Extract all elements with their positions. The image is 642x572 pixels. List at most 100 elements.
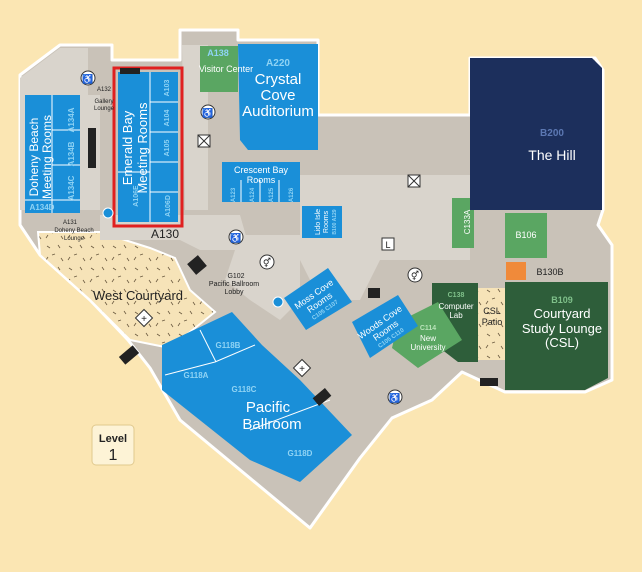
- water-fountain-icon: [102, 207, 114, 219]
- label-pacific-lobby-1: Pacific Ballroom: [209, 281, 259, 288]
- label-a126: A126: [289, 187, 295, 202]
- room-visitor-center[interactable]: [200, 46, 238, 92]
- csl-patio-area[interactable]: [478, 288, 505, 360]
- label-a106e: A106E: [133, 185, 140, 207]
- first-aid-icon: +: [292, 358, 312, 378]
- room-b106[interactable]: [505, 213, 547, 258]
- room-woods-cove[interactable]: [352, 295, 418, 358]
- elevator-icon: [407, 174, 421, 188]
- room-moss-cove[interactable]: [284, 268, 352, 330]
- label-g118a: G118A: [184, 371, 209, 380]
- first-aid-icon: +: [134, 308, 154, 328]
- label-a124: A124: [250, 187, 256, 202]
- label-the-hill: The Hill: [528, 147, 575, 163]
- corridor-a130: [100, 215, 250, 250]
- room-pacific-ballroom[interactable]: [162, 312, 352, 482]
- label-a134d: A134D: [30, 203, 55, 212]
- elevator-icon: [197, 134, 211, 148]
- label-b109: B109: [551, 295, 573, 305]
- stairs-icon: [187, 255, 207, 275]
- label-visitor-center: Visitor Center: [199, 64, 253, 74]
- label-gallery-lounge-2: Lounge: [94, 106, 115, 112]
- svg-text:L: L: [385, 240, 390, 250]
- label-a125: A125: [269, 187, 275, 202]
- label-a123: A123: [231, 187, 237, 202]
- label-g118d: G118D: [288, 449, 313, 458]
- accessible-icon: ♿: [80, 70, 96, 86]
- svg-text:♿: ♿: [389, 392, 400, 403]
- restroom-icon: ⚥: [407, 267, 423, 283]
- label-a134b: A134B: [67, 141, 76, 166]
- stairs-icon: [118, 345, 140, 365]
- level-label: Level: [99, 433, 127, 445]
- stairs-icon: [312, 388, 332, 406]
- label-computer-lab-1: Computer: [438, 302, 473, 311]
- room-c133a[interactable]: [452, 198, 474, 248]
- label-a220: A220: [266, 58, 290, 69]
- label-g102: G102: [227, 273, 244, 280]
- room-crystal-cove[interactable]: [238, 44, 318, 150]
- label-doheny-beach-2: Meeting Rooms: [40, 115, 54, 199]
- label-c138: C138: [448, 292, 465, 299]
- label-lido-sub: B100 A129: [332, 209, 338, 234]
- label-b200: B200: [540, 128, 564, 139]
- room-courtyard-study[interactable]: [505, 282, 608, 390]
- label-a105: A105: [164, 140, 171, 157]
- label-a134a: A134A: [67, 107, 76, 132]
- label-a138: A138: [207, 48, 229, 58]
- label-doheny-lounge-2: Lounge: [64, 236, 85, 242]
- label-b106: B106: [515, 230, 536, 240]
- label-g118b: G118B: [216, 341, 241, 350]
- label-a103: A103: [164, 80, 171, 97]
- label-computer-lab-2: Lab: [449, 311, 463, 320]
- room-crescent-bay[interactable]: [222, 162, 300, 202]
- restroom-icon: ⚥: [259, 254, 275, 270]
- label-a130: A130: [151, 227, 179, 241]
- svg-text:⚥: ⚥: [263, 257, 271, 268]
- room-emerald-bay[interactable]: [118, 72, 178, 222]
- label-emerald-bay-1: Emerald Bay: [120, 110, 135, 185]
- label-doheny-beach-1: Doheny Beach: [27, 118, 41, 197]
- accessible-icon: ♿: [387, 389, 403, 405]
- label-a132: A132: [97, 87, 112, 93]
- svg-text:⚥: ⚥: [411, 270, 419, 281]
- label-lido-isle-1: Lido Isle: [315, 209, 322, 235]
- stairs-icon: [120, 68, 140, 74]
- label-west-courtyard: West Courtyard: [93, 288, 183, 303]
- label-pacific-ballroom-2: Ballroom: [242, 416, 301, 433]
- room-lido-isle[interactable]: [302, 206, 342, 238]
- restroom-icon: ♿: [200, 104, 216, 120]
- label-c114: C114: [420, 325, 436, 332]
- label-new-university-1: New: [420, 334, 436, 343]
- label-csl-patio-1: CSL: [483, 306, 501, 316]
- label-lido-isle-2: Rooms: [323, 210, 330, 233]
- stairs-icon: [368, 288, 380, 298]
- label-crescent-bay-2: Rooms: [247, 175, 276, 185]
- label-csl-patio-2: Patio: [482, 317, 503, 327]
- svg-text:♿: ♿: [230, 232, 241, 243]
- room-the-hill[interactable]: [470, 58, 602, 210]
- label-a131: A131: [63, 220, 78, 226]
- west-courtyard-area[interactable]: [36, 231, 217, 350]
- info-icon: L: [381, 237, 395, 251]
- label-courtyard-3: (CSL): [545, 335, 579, 350]
- label-c133a: C133A: [463, 209, 472, 234]
- label-crystal-cove-2: Cove: [260, 87, 295, 104]
- label-emerald-bay-2: Meeting Rooms: [135, 102, 150, 194]
- label-g118c: G118C: [232, 385, 257, 394]
- room-b130b[interactable]: [506, 262, 526, 280]
- label-a104: A104: [164, 110, 171, 127]
- water-fountain-icon: [272, 296, 284, 308]
- accessible-icon: ♿: [228, 229, 244, 245]
- label-crystal-cove-3: Auditorium: [242, 103, 314, 120]
- label-courtyard-2: Study Lounge: [522, 321, 602, 336]
- label-a134c: A134C: [67, 175, 76, 200]
- svg-text:+: +: [299, 364, 305, 375]
- level-number: 1: [109, 447, 118, 464]
- label-crystal-cove-1: Crystal: [255, 71, 302, 88]
- label-b130b: B130B: [536, 267, 563, 277]
- label-courtyard-1: Courtyard: [533, 306, 590, 321]
- label-gallery-lounge-1: Gallery: [94, 99, 113, 105]
- level-badge: Level 1: [91, 424, 135, 466]
